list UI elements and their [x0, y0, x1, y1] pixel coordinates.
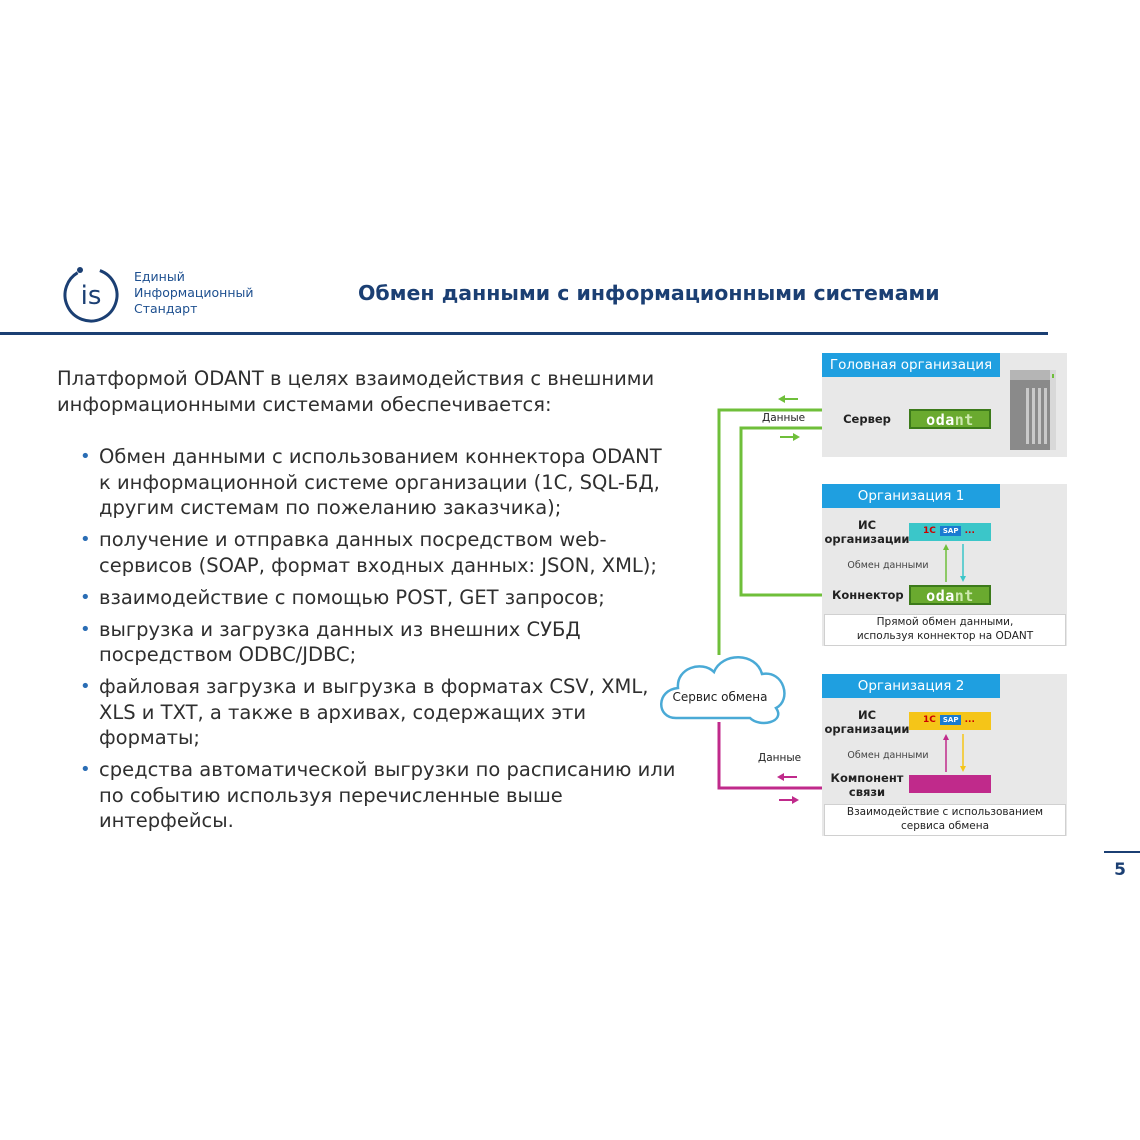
list-item: •средства автоматической выгрузки по рас…: [80, 758, 676, 832]
data-label-bottom: Данные: [758, 752, 802, 764]
component-box: [909, 775, 991, 793]
header-divider: [0, 332, 1048, 335]
list-item: •выгрузка и загрузка данных из внешних С…: [80, 617, 581, 667]
list-item: •Обмен данными с использованием коннекто…: [80, 445, 662, 519]
odant-logo-server: odant: [909, 409, 991, 429]
exchange-label: Обмен данными: [847, 560, 929, 571]
panel-org1-title: Организация 1: [822, 484, 1000, 508]
bullet-icon: •: [80, 529, 91, 550]
exchange-arrows: [943, 544, 966, 582]
arrow-right-icon: [793, 433, 800, 441]
arrow-left-icon: [777, 773, 784, 781]
list-item: •файловая загрузка и выгрузка в форматах…: [80, 675, 649, 749]
server-label: Сервер: [843, 412, 891, 426]
list-item: •получение и отправка данных посредством…: [80, 528, 657, 577]
arrow-left-icon: [778, 395, 785, 403]
building-icon: [1010, 370, 1056, 450]
cloud-icon: [660, 656, 786, 725]
is-logo: is: [63, 267, 119, 323]
panel-head-org-title: Головная организация: [822, 353, 1000, 377]
svg-text:is: is: [81, 281, 102, 311]
panel-org2-title: Организация 2: [822, 674, 1000, 698]
exchange-label: Обмен данными: [847, 750, 929, 761]
bullet-icon: •: [80, 759, 91, 780]
bullet-icon: •: [80, 618, 91, 640]
feature-list: •Обмен данными с использованием коннекто…: [78, 444, 678, 840]
arrow-right-icon: [792, 796, 799, 804]
cloud-label: Сервис обмена: [672, 690, 768, 704]
bullet-icon: •: [80, 676, 91, 697]
exchange-arrows: [943, 734, 966, 772]
green-link-outer: [717, 408, 832, 655]
connector-label: Коннектор: [832, 588, 904, 602]
page-number-rule: [1104, 851, 1140, 853]
green-link-inner: [739, 426, 832, 597]
bullet-icon: •: [80, 586, 91, 608]
magenta-link: [717, 722, 832, 790]
intro-text: Платформой ODANT в целях взаимодействия …: [57, 367, 655, 416]
bullet-icon: •: [80, 446, 91, 467]
page-number: 5: [1114, 860, 1126, 880]
page-title: Обмен данными с информационными системам…: [358, 281, 940, 305]
list-item: •взаимодействие с помощью POST, GET запр…: [80, 585, 605, 609]
odant-logo-connector: odant: [909, 585, 991, 605]
org1-note: Прямой обмен данными,используя коннектор…: [824, 614, 1066, 646]
data-label-top: Данные: [762, 412, 806, 424]
logo-caption: Единый Информационный Стандарт: [134, 269, 254, 316]
